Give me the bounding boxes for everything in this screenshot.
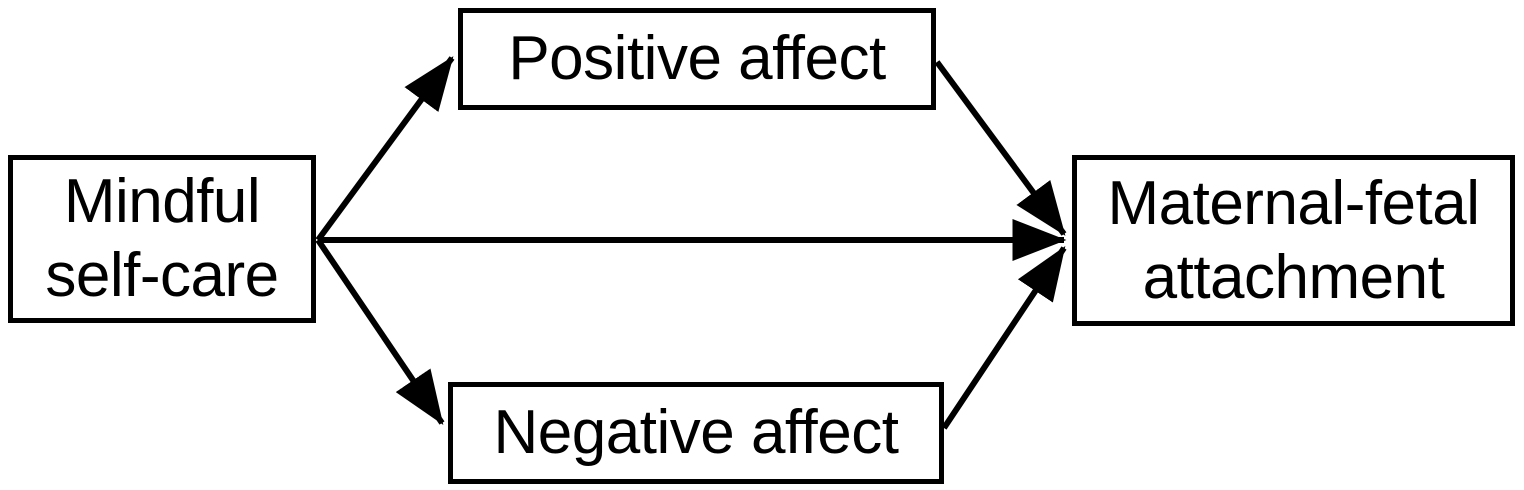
node-mindful-label-line1: Mindful (63, 167, 261, 236)
node-negative-label-line1: Negative affect (493, 398, 899, 467)
edge-positive-to-maternal (934, 60, 1067, 236)
edge-mindful-to-positive (315, 56, 455, 242)
node-mindful-self-care[interactable]: Mindful self-care (8, 155, 316, 323)
node-positive-affect[interactable]: Positive affect (458, 8, 936, 110)
node-maternal-label-line1: Maternal-fetal (1107, 168, 1480, 238)
node-negative-affect[interactable]: Negative affect (448, 382, 944, 484)
node-positive-label-line1: Positive affect (508, 24, 886, 93)
edge-negative-to-maternal (941, 246, 1067, 430)
node-mindful-label-line2: self-care (45, 241, 279, 310)
edge-mindful-to-negative (315, 238, 445, 425)
node-maternal-label-line2: attachment (1142, 242, 1445, 312)
node-maternal-fetal-attachment[interactable]: Maternal-fetal attachment (1072, 155, 1515, 326)
